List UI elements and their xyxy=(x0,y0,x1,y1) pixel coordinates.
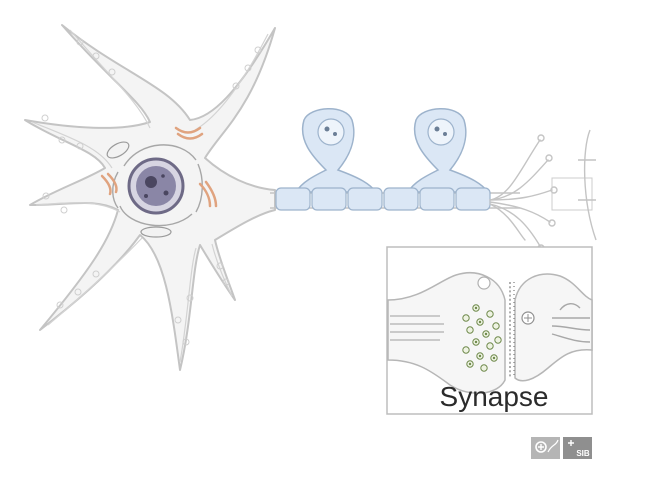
expasy-logo xyxy=(531,437,560,459)
golgi-apparatus xyxy=(100,126,218,208)
presynaptic-organelle xyxy=(477,276,491,290)
dendritic-spines xyxy=(41,38,262,346)
mitochondrion xyxy=(106,141,172,238)
synapse-label: Synapse xyxy=(440,381,549,412)
postsynaptic-terminal xyxy=(514,273,593,382)
schwann-cell xyxy=(294,108,378,193)
nucleus xyxy=(127,157,185,215)
synaptic-vesicle xyxy=(462,304,502,372)
axon-terminal xyxy=(489,134,558,252)
myelin-sheath xyxy=(275,187,491,211)
adjacent-neuron xyxy=(578,129,597,241)
synaptic-cleft xyxy=(509,282,515,378)
postsynaptic-filaments xyxy=(551,303,591,343)
presynaptic-terminal xyxy=(387,272,506,394)
sib-logo-text: SIB xyxy=(576,449,590,458)
presynaptic-filaments xyxy=(390,315,444,341)
terminal-highlight-box xyxy=(551,177,593,211)
sib-logo: SIB xyxy=(563,437,592,459)
synapse-inset: Synapse xyxy=(386,246,593,415)
schwann-cell xyxy=(406,108,490,193)
